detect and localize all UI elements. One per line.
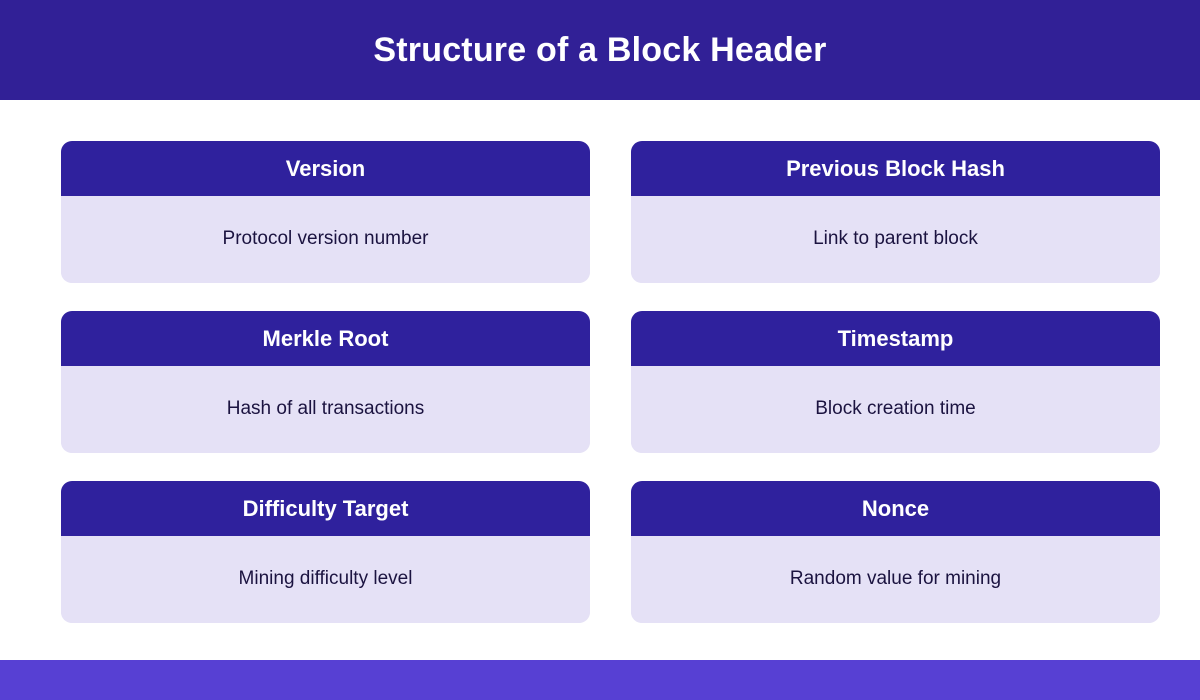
field-card-description: Block creation time: [815, 398, 976, 420]
field-card-body: Block creation time: [631, 366, 1160, 453]
field-card-previous-block-hash: Previous Block Hash Link to parent block: [631, 141, 1160, 283]
field-card-title: Difficulty Target: [242, 495, 409, 521]
field-card-title: Previous Block Hash: [786, 155, 1005, 181]
title-band: Structure of a Block Header: [0, 0, 1200, 100]
field-card-header: Timestamp: [631, 311, 1160, 366]
field-card-description: Random value for mining: [789, 568, 1002, 590]
field-card-header: Nonce: [631, 481, 1160, 536]
field-card-body: Link to parent block: [631, 196, 1160, 283]
field-card-merkle-root: Merkle Root Hash of all transactions: [61, 311, 590, 453]
field-card-timestamp: Timestamp Block creation time: [631, 311, 1160, 453]
field-card-header: Previous Block Hash: [631, 141, 1160, 196]
field-card-body: Hash of all transactions: [61, 366, 590, 453]
field-card-body: Random value for mining: [631, 536, 1160, 623]
field-card-body: Protocol version number: [61, 196, 590, 283]
field-card-description: Link to parent block: [813, 228, 978, 250]
field-card-header: Version: [61, 141, 590, 196]
field-card-header: Merkle Root: [61, 311, 590, 366]
field-card-title: Timestamp: [837, 325, 954, 351]
field-card-description: Mining difficulty level: [238, 568, 413, 590]
field-card-description: Hash of all transactions: [226, 398, 425, 420]
field-card-header: Difficulty Target: [61, 481, 590, 536]
footer-accent-band: [0, 660, 1200, 700]
field-card-description: Protocol version number: [222, 228, 429, 250]
block-header-field-grid: Version Protocol version number Previous…: [61, 141, 1160, 623]
field-card-version: Version Protocol version number: [61, 141, 590, 283]
field-card-body: Mining difficulty level: [61, 536, 590, 623]
field-card-title: Merkle Root: [262, 325, 389, 351]
field-card-nonce: Nonce Random value for mining: [631, 481, 1160, 623]
page-title: Structure of a Block Header: [373, 31, 827, 69]
field-card-title: Nonce: [861, 495, 930, 521]
field-card-difficulty-target: Difficulty Target Mining difficulty leve…: [61, 481, 590, 623]
field-card-title: Version: [285, 155, 366, 181]
